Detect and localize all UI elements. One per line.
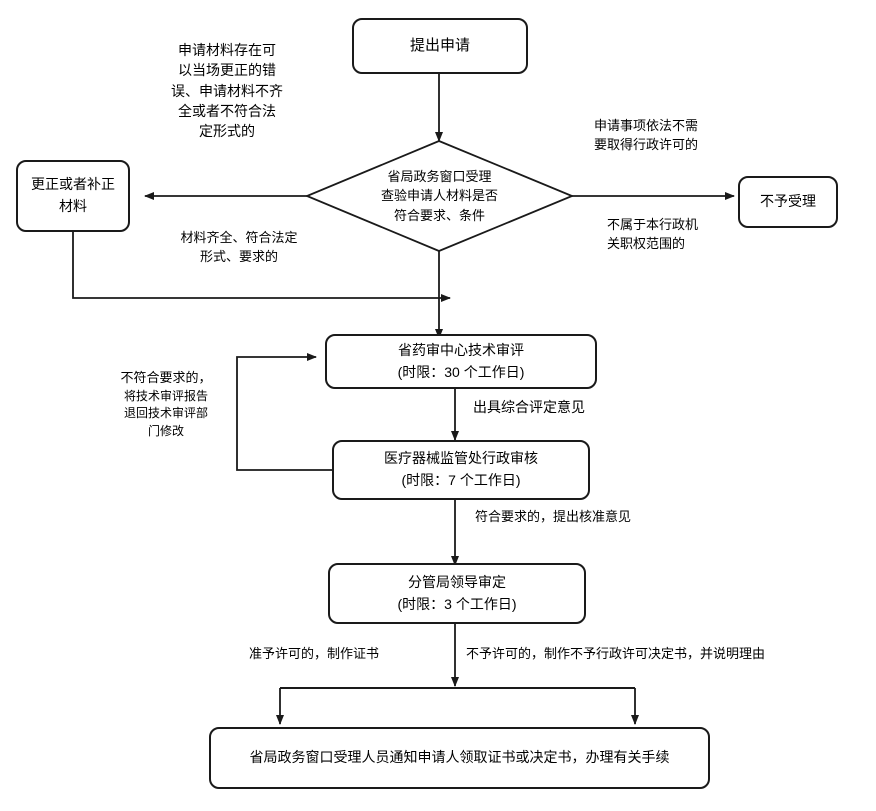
node-leader-approval-line-0: 分管局领导审定 (408, 573, 506, 590)
node-leader-approval-line-1: (时限：3 个工作日) (397, 595, 517, 612)
edge-correct-to-main (72, 232, 451, 302)
label-no-license-required-line-0: 申请事项依法不需 (594, 118, 699, 133)
node-window-review-decision[interactable]: 省局政务窗口受理 查验申请人材料是否 符合要求、条件 (307, 141, 572, 251)
node-notify-applicant-line-0: 省局政务窗口受理人员通知申请人领取证书或决定书，办理有关手续 (249, 749, 670, 766)
node-technical-review[interactable]: 省药审中心技术审评 (时限：30 个工作日) (325, 334, 597, 389)
node-not-accepted[interactable]: 不予受理 (738, 176, 838, 228)
label-correctable-materials: 申请材料存在可 以当场更正的错 误、申请材料不齐 全或者不符合法 定形式的 (152, 40, 302, 141)
label-approval-opinion: 符合要求的，提出核准意见 (475, 508, 695, 527)
node-window-review-decision-line-1: 查验申请人材料是否 (380, 188, 498, 204)
label-correctable-materials-line-0: 申请材料存在可 (178, 42, 276, 58)
label-correctable-materials-line-3: 全或者不符合法 (178, 102, 276, 119)
label-grant-license-line-0: 准予许可的，制作证书 (249, 646, 380, 661)
node-device-admin-review-line-0: 医疗器械监管处行政审核 (384, 450, 538, 467)
node-correct-materials-line-1: 材料 (59, 198, 87, 214)
label-correctable-materials-line-4: 定形式的 (199, 123, 255, 140)
edge-admin-feedback-to-technical (236, 353, 332, 471)
node-correct-materials[interactable]: 更正或者补正 材料 (16, 160, 130, 232)
label-return-for-revision-line-2: 退回技术审评部 (123, 406, 208, 421)
node-technical-review-line-1: (时限：30 个工作日) (397, 363, 525, 380)
label-grant-license: 准予许可的，制作证书 (249, 645, 429, 664)
node-window-review-decision-line-0: 省局政务窗口受理 (387, 168, 492, 184)
decision-diamond-shape (304, 140, 575, 252)
label-correctable-materials-line-1: 以当场更正的错 (178, 62, 276, 79)
label-issue-opinion-line-0: 出具综合评定意见 (473, 399, 585, 415)
label-no-license-required-line-1: 要取得行政许可的 (594, 136, 699, 152)
node-correct-materials-line-0: 更正或者补正 (31, 176, 115, 193)
label-out-of-jurisdiction: 不属于本行政机 关职权范围的 (607, 216, 767, 254)
node-leader-approval[interactable]: 分管局领导审定 (时限：3 个工作日) (328, 563, 586, 624)
node-submit-application-line-0: 提出申请 (409, 37, 470, 55)
label-issue-opinion: 出具综合评定意见 (473, 397, 653, 417)
node-technical-review-line-0: 省药审中心技术审评 (398, 341, 524, 358)
label-out-of-jurisdiction-line-1: 关职权范围的 (607, 235, 686, 251)
node-window-review-decision-text: 省局政务窗口受理 查验申请人材料是否 符合要求、条件 (381, 167, 498, 226)
node-not-accepted-line-0: 不予受理 (760, 193, 816, 210)
label-return-for-revision-line-1: 将技术审评报告 (123, 388, 208, 403)
label-out-of-jurisdiction-line-0: 不属于本行政机 (607, 217, 699, 232)
label-approval-opinion-line-0: 符合要求的，提出核准意见 (475, 509, 632, 524)
label-materials-complete-line-0: 材料齐全、符合法定 (180, 230, 298, 245)
label-correctable-materials-line-2: 误、申请材料不齐 (171, 82, 283, 99)
node-window-review-decision-line-2: 符合要求、条件 (393, 207, 485, 223)
label-return-for-revision: 不符合要求的， 将技术审评报告 退回技术审评部 门修改 (96, 369, 236, 440)
label-return-for-revision-line-3: 门修改 (147, 423, 184, 438)
node-device-admin-review[interactable]: 医疗器械监管处行政审核 (时限：7 个工作日) (332, 440, 590, 500)
node-notify-applicant[interactable]: 省局政务窗口受理人员通知申请人领取证书或决定书，办理有关手续 (209, 727, 710, 789)
label-no-license-required: 申请事项依法不需 要取得行政许可的 (594, 117, 764, 155)
label-materials-complete: 材料齐全、符合法定 形式、要求的 (144, 229, 334, 267)
label-materials-complete-line-1: 形式、要求的 (199, 248, 278, 264)
node-submit-application[interactable]: 提出申请 (352, 18, 528, 74)
label-deny-license: 不予许可的，制作不予行政许可决定书，并说明理由 (466, 645, 866, 664)
label-deny-license-line-0: 不予许可的，制作不予行政许可决定书，并说明理由 (466, 646, 766, 661)
label-return-for-revision-line-0: 不符合要求的， (120, 370, 212, 385)
node-device-admin-review-line-1: (时限：7 个工作日) (401, 472, 521, 488)
